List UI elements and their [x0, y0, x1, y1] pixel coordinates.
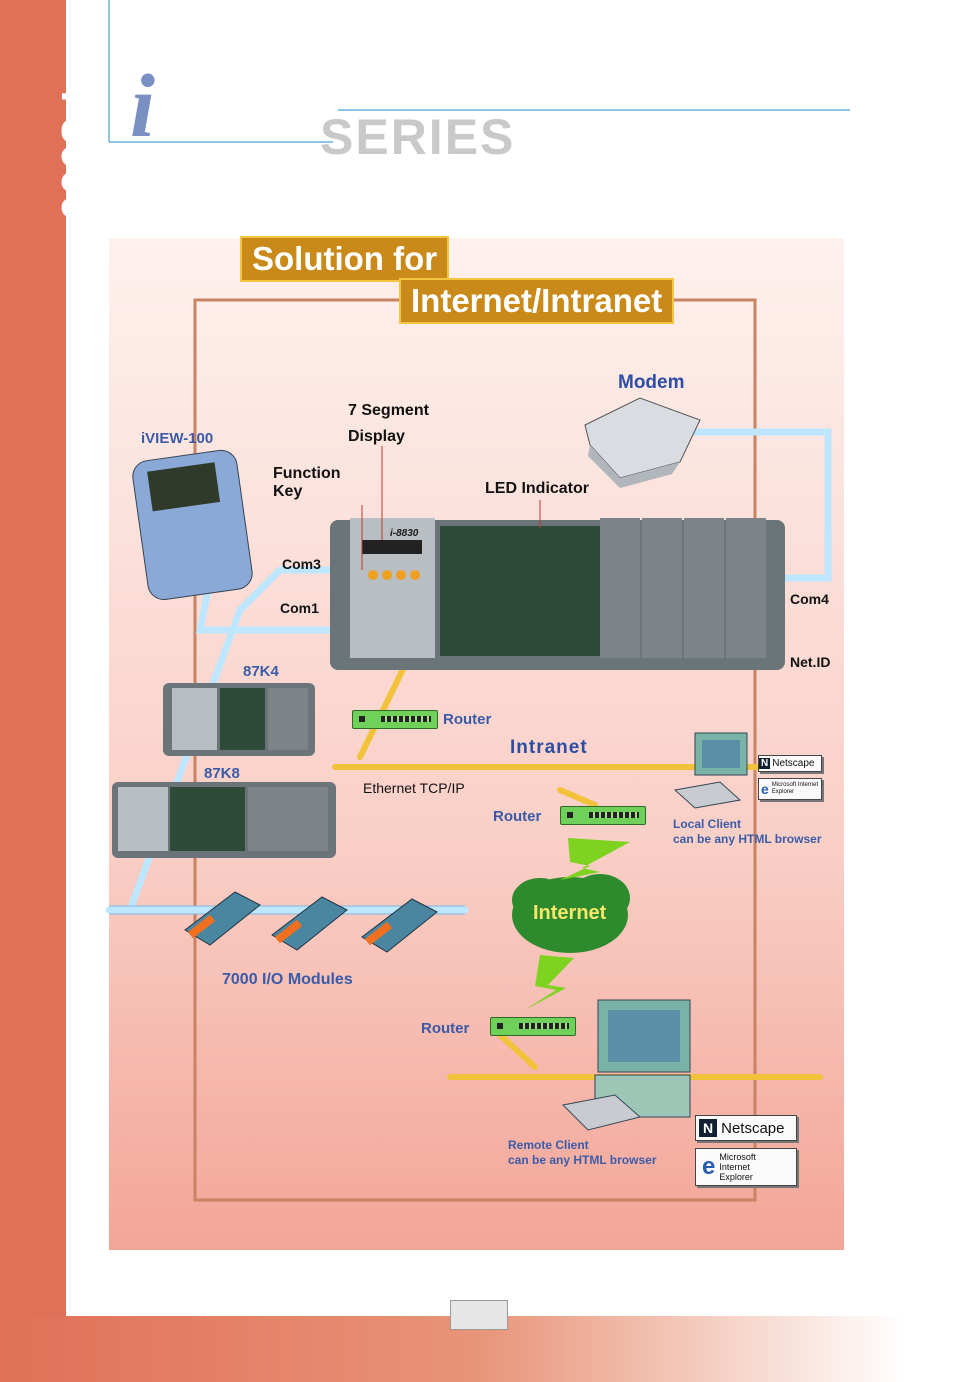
com1-label: Com1 — [280, 600, 319, 616]
intranet-label: Intranet — [510, 737, 588, 758]
netscape-logo-large: N Netscape — [695, 1115, 797, 1141]
netscape-logo-small: N Netscape — [758, 755, 822, 772]
led-indicator-label: LED Indicator — [485, 480, 590, 497]
modem-label: Modem — [618, 372, 685, 393]
controller-rack-icon — [330, 518, 785, 670]
header-rules — [108, 0, 850, 143]
ie-large-text: Microsoft Internet Explorer — [719, 1152, 756, 1182]
netscape-large-text: Netscape — [721, 1119, 785, 1137]
io-modules-label: 7000 I/O Modules — [222, 971, 353, 988]
unit-87k8-label: 87K8 — [204, 765, 240, 782]
router-icon-top — [352, 710, 438, 729]
lightning-icon-bottom — [525, 955, 574, 1010]
banner-line-2: Internet/Intranet — [399, 278, 675, 324]
router-icon-bottom — [490, 1017, 576, 1036]
ie-small-text: Microsoft Internet Explorer — [771, 782, 819, 795]
expansion-unit-87k8-icon — [112, 782, 336, 858]
expansion-unit-87k4-icon — [163, 683, 315, 756]
remote-client-note: can be any HTML browser — [508, 1153, 657, 1167]
series-title: SERIES — [320, 109, 516, 165]
page-number-box — [450, 1300, 508, 1330]
net-id-label: Net.ID — [790, 654, 831, 670]
netscape-n-icon: N — [759, 758, 771, 769]
netscape-n-icon-large: N — [699, 1119, 718, 1137]
ie-logo-large: e Microsoft Internet Explorer — [695, 1148, 797, 1186]
router-icon-mid — [560, 806, 646, 825]
function-key-label: Function Key — [273, 465, 341, 500]
com3-label: Com3 — [282, 556, 321, 572]
com4-label: Com4 — [790, 591, 829, 607]
series-logo-letter: i — [130, 57, 156, 156]
side-product-title: i-8000 — [52, 90, 66, 220]
product-title-text: i-8000 — [52, 90, 66, 220]
controller-model-label: i-8830 — [390, 528, 419, 539]
iview-label: iVIEW-100 — [141, 430, 214, 447]
cloud-icon — [512, 874, 630, 953]
lightning-icon-top — [560, 838, 630, 880]
unit-87k4-label: 87K4 — [243, 663, 279, 680]
remote-client-title: Remote Client — [508, 1138, 589, 1152]
remote-computer-icon — [561, 999, 691, 1131]
local-computer-icon — [673, 732, 748, 809]
banner-line-1: Solution for — [240, 236, 450, 282]
seven-segment-label: 7 Segment Display — [348, 402, 429, 445]
ie-e-icon-large: e — [702, 1153, 716, 1180]
local-client-title: Local Client — [673, 817, 742, 831]
modem-icon — [584, 397, 701, 488]
handheld-terminal-icon — [132, 449, 253, 600]
io-module-icons — [184, 891, 438, 953]
internet-label: Internet — [533, 902, 607, 924]
ethernet-label: Ethernet TCP/IP — [363, 780, 465, 796]
router-mid-label: Router — [493, 808, 542, 825]
router-bottom-label: Router — [421, 1020, 470, 1037]
router-top-label: Router — [443, 711, 492, 728]
left-color-band — [0, 0, 66, 1382]
netscape-small-text: Netscape — [772, 758, 815, 769]
local-client-note: can be any HTML browser — [673, 832, 822, 846]
ie-logo-small: e Microsoft Internet Explorer — [758, 778, 822, 800]
ie-e-icon: e — [761, 781, 769, 797]
